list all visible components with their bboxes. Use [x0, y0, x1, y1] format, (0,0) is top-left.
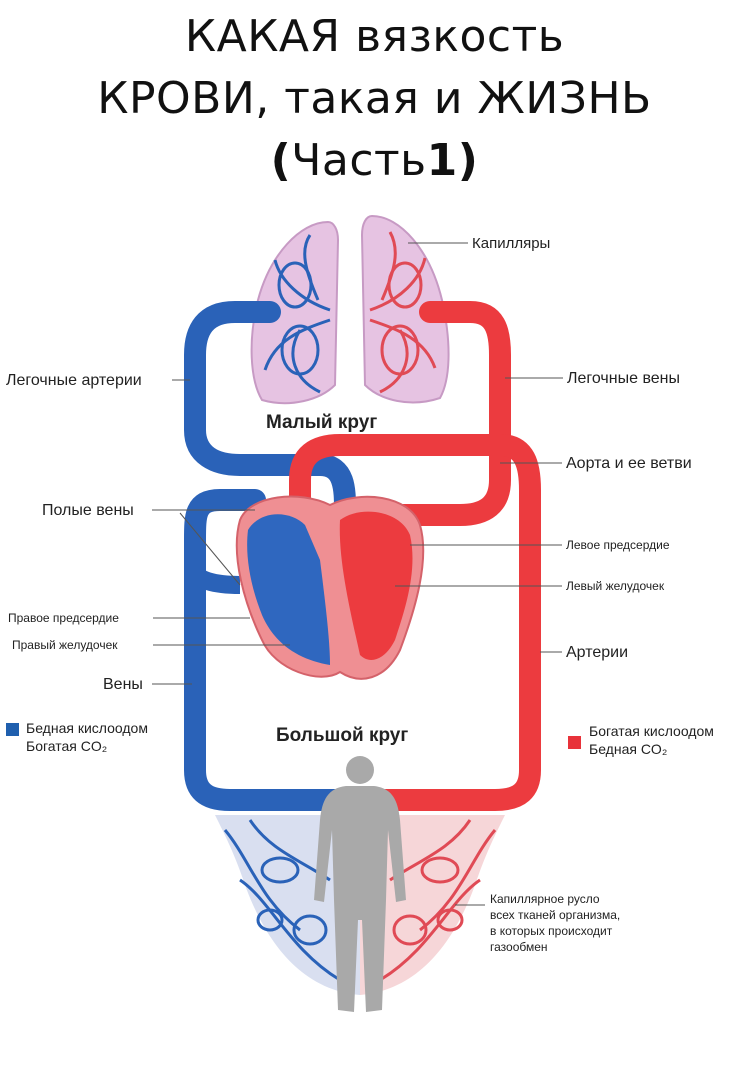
legend-blue-swatch	[6, 723, 19, 736]
systemic-artery-down	[360, 720, 541, 811]
title-open-paren: (	[270, 135, 292, 186]
label-arteries: Артерии	[566, 644, 628, 661]
label-pulmonary-veins: Легочные вены	[567, 370, 680, 387]
title-part-number: 1	[426, 135, 458, 186]
label-veins: Вены	[103, 676, 143, 693]
title-line-2: КРОВИ, такая и ЖИЗНЬ	[97, 73, 652, 124]
human-silhouette	[314, 756, 406, 1012]
right-heart-chambers	[247, 514, 330, 665]
label-capillary-bed-2: всех тканей организма,	[490, 908, 620, 922]
legend-blue-line-1: Бедная кислоодом	[26, 720, 148, 736]
title-close-paren: )	[457, 135, 479, 186]
legend-red-line-2: Бедная CO₂	[589, 741, 668, 757]
pulmonary-artery-vessel	[184, 301, 356, 571]
label-pulmonary-arteries: Легочные артерии	[6, 372, 142, 389]
systemic-vein-down	[184, 720, 360, 811]
label-right-ventricle: Правый желудочек	[12, 638, 118, 652]
label-capillary-bed-3: в которых происходит	[490, 924, 613, 938]
heart	[235, 495, 425, 680]
label-small-circle: Малый круг	[266, 412, 377, 433]
title-part-word: Часть	[291, 135, 427, 186]
title-line-1: КАКАЯ вязкость	[184, 11, 565, 62]
legend-red-swatch	[568, 736, 581, 749]
legend-red-line-1: Богатая кислоодом	[589, 723, 714, 739]
label-capillary-bed-1: Капиллярное русло	[490, 892, 600, 906]
aorta-vessel	[289, 434, 541, 741]
label-left-ventricle: Левый желудочек	[566, 579, 665, 593]
pulmonary-vein-vessel	[369, 301, 511, 526]
label-large-circle: Большой круг	[276, 725, 408, 746]
label-right-atrium: Правое предсердие	[8, 611, 119, 625]
title-line-3: (Часть1)	[0, 130, 749, 192]
label-aorta: Аорта и ее ветви	[566, 455, 692, 472]
legend-blue-line-2: Богатая CO₂	[26, 738, 108, 754]
vena-cava-vessel	[184, 489, 266, 741]
label-left-atrium: Левое предсердие	[566, 538, 670, 552]
label-capillary-bed-4: газообмен	[490, 940, 548, 954]
label-vena-cava: Полые вены	[42, 502, 134, 519]
label-capillaries: Капилляры	[472, 235, 550, 252]
lungs	[250, 214, 450, 405]
left-heart-chambers	[339, 511, 413, 660]
